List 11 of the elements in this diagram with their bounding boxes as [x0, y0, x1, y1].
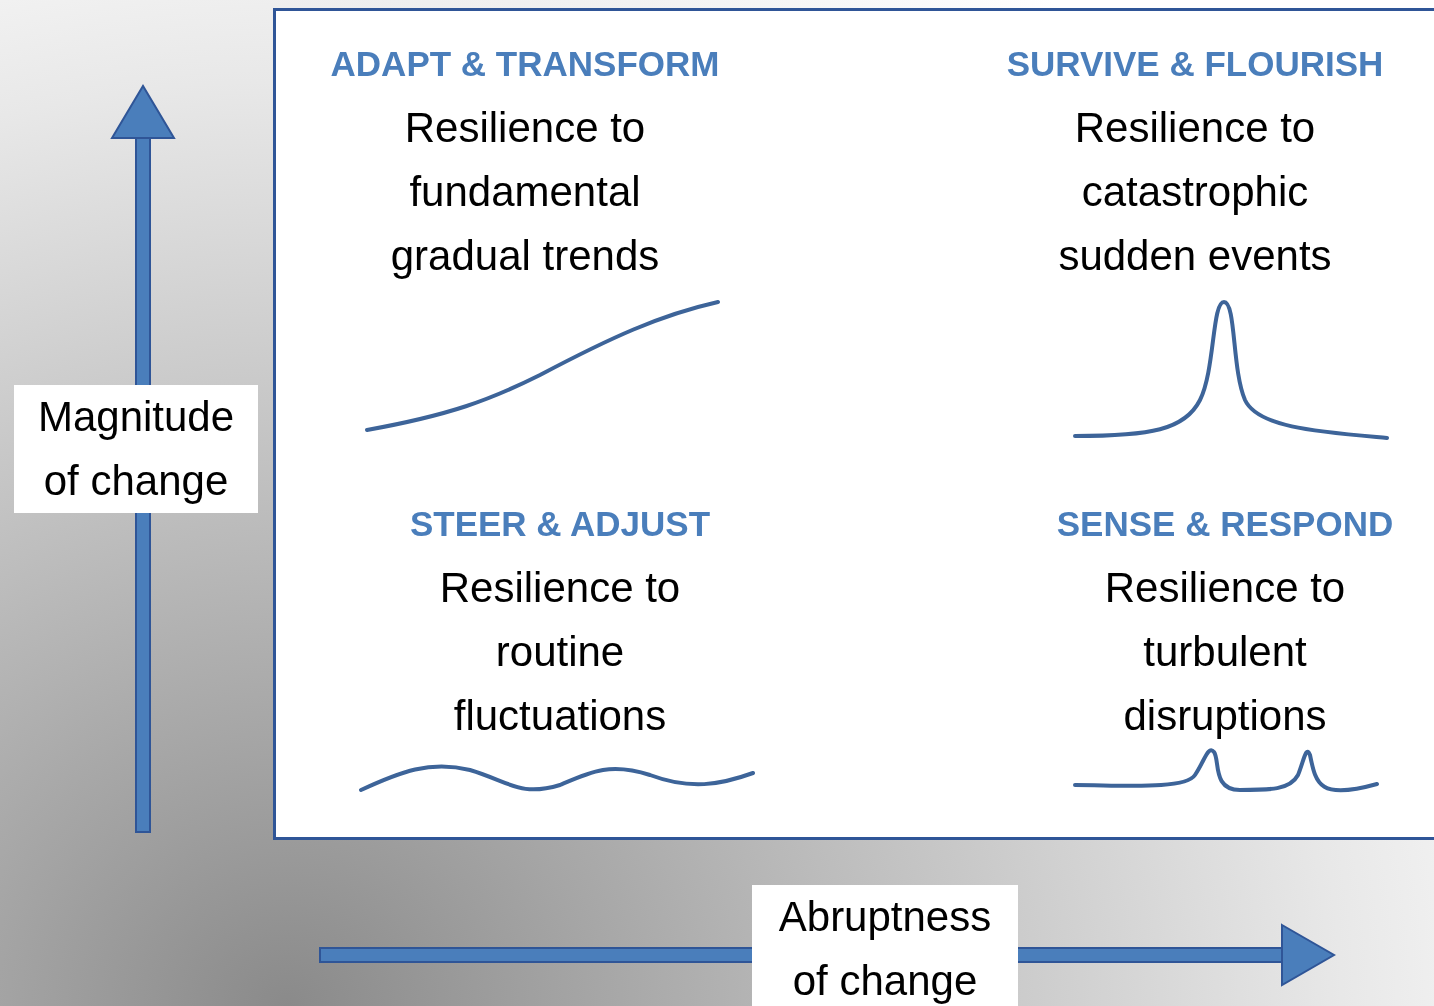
frame-box [273, 8, 1434, 840]
quadrant-heading: ADAPT & TRANSFORM [330, 43, 720, 85]
axis-label: Magnitude of change [14, 385, 258, 513]
axis-label: Abruptness of change [752, 885, 1018, 1006]
quadrant-description: Resilience to routine fluctuations [438, 563, 682, 741]
quadrant-description: Resilience to turbulent disruptions [1103, 563, 1347, 741]
quadrant-description: Resilience to fundamental gradual trends [389, 103, 661, 281]
quadrant-description: Resilience to catastrophic sudden events [1057, 103, 1333, 281]
quadrant-heading: SURVIVE & FLOURISH [1006, 43, 1384, 85]
quadrant-heading: SENSE & RESPOND [1056, 503, 1394, 545]
quadrant-heading: STEER & ADJUST [409, 503, 711, 545]
